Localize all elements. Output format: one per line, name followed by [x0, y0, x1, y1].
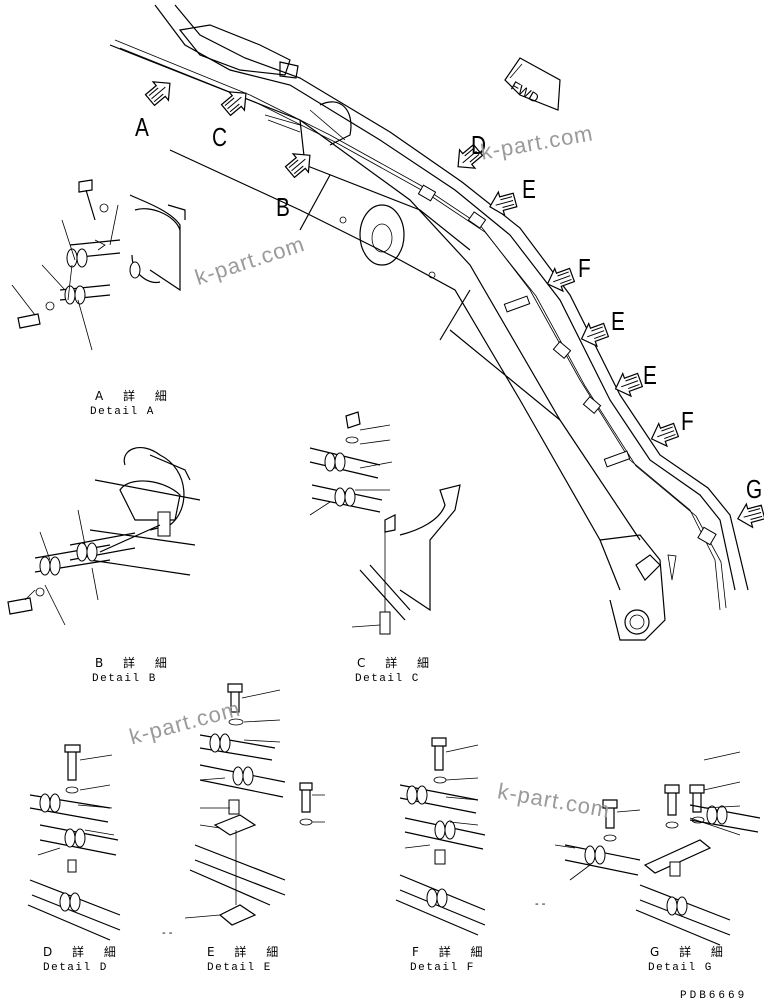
fwd-arrow-sign [504, 57, 561, 111]
detail-g-drawing [554, 751, 761, 946]
detail-c-drawing [309, 411, 461, 635]
detail-b-title-jp: B 詳 細 [95, 656, 175, 670]
drawing-code: PDB6669 [680, 990, 748, 1002]
detail-f-title-en: Detail F [410, 962, 475, 974]
callout-c: C [212, 122, 228, 152]
detail-d-drawing [27, 744, 121, 941]
detail-a-title-en: Detail A [90, 406, 155, 418]
callout-g: G [746, 474, 763, 504]
hydraulic-hoses [114, 4, 749, 611]
detail-e-title-jp: E 詳 細 [207, 945, 287, 959]
detail-a-title-jp: A 詳 細 [95, 389, 175, 403]
callout-b: B [276, 192, 290, 222]
dash-mark-e: - - [162, 927, 173, 939]
boom-clamps [417, 184, 717, 581]
callout-e-3: E [643, 360, 657, 390]
dash-mark-g: - - [535, 898, 546, 910]
detail-d-title-jp: D 詳 細 [43, 945, 124, 959]
detail-f-drawing [395, 737, 486, 936]
detail-e-drawing [184, 683, 325, 926]
callout-f-2: F [681, 406, 694, 436]
detail-b-drawing [7, 447, 201, 626]
detail-g-title-jp: G 詳 細 [650, 945, 731, 959]
detail-e-title-en: Detail E [207, 962, 272, 974]
detail-f-title-jp: F 詳 細 [412, 945, 491, 959]
callout-e-2: E [611, 306, 625, 336]
detail-c-title-en: Detail C [355, 673, 420, 685]
callout-e-1: E [522, 174, 536, 204]
boom-structure [109, 44, 677, 641]
detail-b-title-en: Detail B [92, 673, 157, 685]
callout-f-1: F [578, 253, 591, 283]
detail-d-title-en: Detail D [43, 962, 108, 974]
detail-g-title-en: Detail G [648, 962, 713, 974]
detail-a-drawing [11, 179, 186, 351]
callout-d: D [471, 130, 487, 160]
detail-c-title-jp: C 詳 細 [357, 656, 438, 670]
callout-a: A [135, 112, 149, 142]
